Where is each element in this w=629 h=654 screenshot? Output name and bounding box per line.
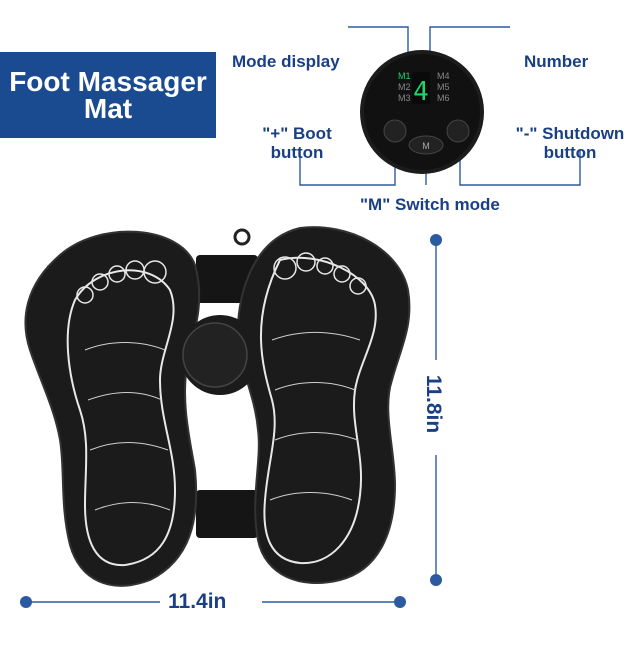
callout-mode-display: Mode display: [232, 52, 340, 71]
mode-m5: M5: [437, 82, 450, 92]
dimension-width: 11.4in: [168, 590, 227, 613]
callout-boot-button: "+" Boot button: [256, 124, 338, 162]
foot-massager-mat: [24, 226, 411, 587]
panel-digit: 4: [413, 77, 429, 107]
callout-shutdown-line-1: "-" Shutdown: [515, 124, 625, 143]
callout-switch-mode: "M" Switch mode: [360, 195, 500, 214]
mode-labels: M1 M2 M3 M4 M5 M6 M: [398, 71, 450, 151]
callout-boot-line-1: "+" Boot: [262, 124, 332, 143]
callout-number: Number: [524, 52, 589, 71]
mode-m1: M1: [398, 71, 411, 81]
callout-shutdown-line-2: button: [543, 143, 597, 162]
title-line-1: Foot Massager: [9, 66, 207, 97]
callout-boot-line-2: button: [270, 143, 324, 162]
mode-m6: M6: [437, 93, 450, 103]
dimension-lines: [26, 240, 437, 603]
dimension-endpoints: [20, 234, 442, 608]
title-line-2: Mat: [83, 93, 133, 124]
mode-m2: M2: [398, 82, 411, 92]
control-panel: 4: [360, 50, 484, 174]
mode-m3: M3: [398, 93, 411, 103]
mode-m4: M4: [437, 71, 450, 81]
dimension-height: 11.8in: [422, 374, 446, 434]
callout-shutdown-button: "-" Shutdown button: [512, 124, 628, 162]
title-banner: Foot Massager Mat: [0, 52, 216, 138]
button-m-label: M: [422, 141, 430, 151]
